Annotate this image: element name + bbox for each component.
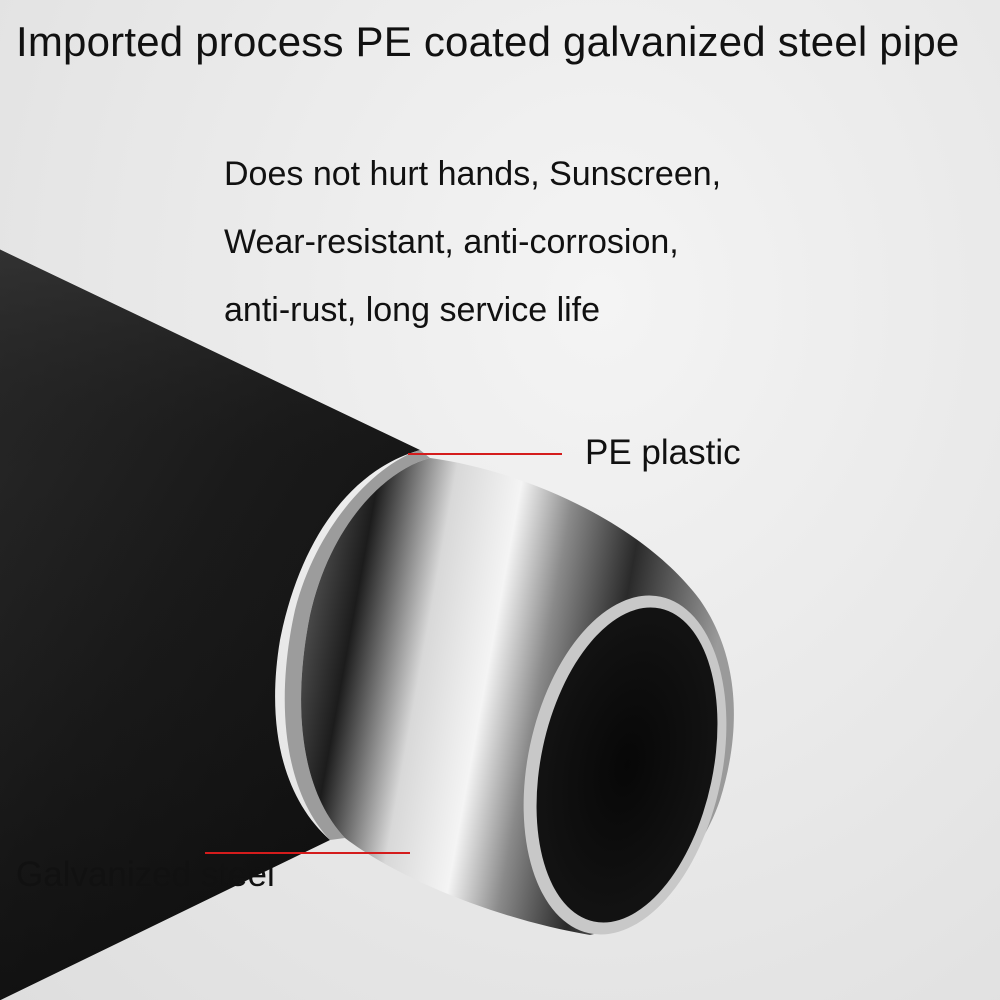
pe-coating-sheen [0,249,420,1000]
feature-line: Wear-resistant, anti-corrosion, [224,223,679,261]
steel-pipe-mouth-inner [536,607,718,923]
feature-list: Does not hurt hands, Sunscreen, Wear-res… [224,140,721,344]
feature-line: anti-rust, long service life [224,291,601,329]
galvanized-steel-label: Galvanized steel [16,855,275,894]
pe-plastic-label: PE plastic [585,433,741,472]
pe-coating-rim [284,450,430,840]
feature-line: Does not hurt hands, Sunscreen, [224,155,722,193]
page-title: Imported process PE coated galvanized st… [16,18,960,65]
